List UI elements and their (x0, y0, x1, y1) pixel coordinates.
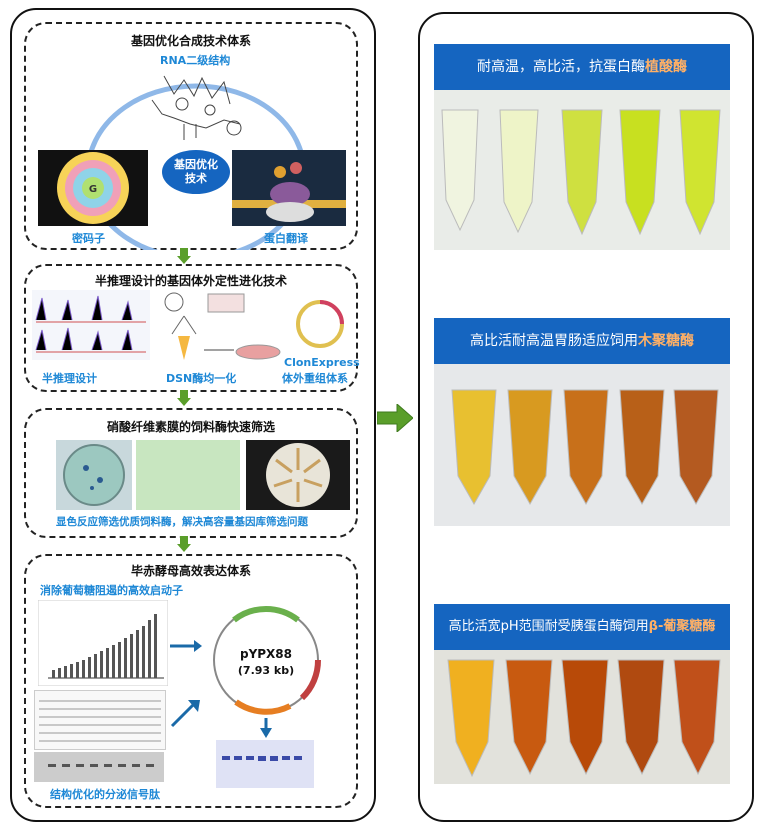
svg-text:G: G (89, 184, 97, 195)
left-panel (10, 8, 376, 822)
translation-image (232, 150, 346, 226)
section-title: 半推理设计的基因体外定性进化技术 (94, 274, 287, 288)
translation-label: 蛋白翻译 (264, 232, 308, 245)
signal-table-image (34, 690, 166, 750)
arrow-down-icon (260, 718, 272, 738)
gel-image-left (34, 752, 164, 782)
center-label-2: 技术 (185, 171, 207, 185)
dsn-process-diagram (164, 292, 281, 360)
section-title: 毕赤酵母高效表达体系 (130, 564, 251, 578)
rna-label: RNA二级结构 (160, 54, 231, 67)
plasmid-size: (7.93 kb) (238, 664, 294, 677)
banner-phytase: 耐高温，高比活，抗蛋白酶植酸酶 (434, 44, 730, 90)
center-label-1: 基因优化 (173, 157, 218, 171)
screening-caption: 显色反应筛选优质饲料酶，解决高容量基因库筛选问题 (56, 516, 308, 528)
section-pichia-expression: 毕赤酵母高效表达体系 消除葡萄糖阻遏的高效启动子 pYPX88 (7.93 kb… (24, 554, 358, 808)
banner-text: 耐高温，高比活，抗蛋白酶 (477, 59, 645, 75)
section-membrane-screening: 硝酸纤维素膜的饲料酶快速筛选 显色反应筛选优质饲料酶，解决高容量基因库筛选问题 (24, 408, 358, 538)
down-arrow-icon (177, 536, 191, 552)
promoter-label: 消除葡萄糖阻遏的高效启动子 (40, 584, 183, 597)
xylanase-tubes-photo (434, 364, 730, 526)
banner-xylanase: 高比活耐高温胃肠适应饲用木聚糖酶 (434, 318, 730, 364)
glucanase-tubes-photo (434, 650, 730, 784)
codon-wheel-image: G (38, 150, 148, 226)
banner-highlight: β-葡聚糖酶 (648, 619, 716, 634)
plasmid-name: pYPX88 (240, 647, 292, 661)
banner-highlight: 木聚糖酶 (638, 333, 694, 349)
phytase-tubes-photo (434, 90, 730, 250)
section-directed-evolution: 半推理设计的基因体外定性进化技术 半推理设计 DSN酶均一化 ClonExpre… (24, 264, 360, 392)
recombination-label: 体外重组体系 (282, 372, 348, 385)
banner-highlight: 植酸酶 (645, 59, 687, 75)
section-gene-optimization: 基因优化合成技术体系 RNA二级结构 基因优化 技术 G 密码子 (24, 22, 358, 250)
main-arrow-icon (377, 404, 413, 432)
design-chart-image (32, 290, 150, 360)
plasmid-small-icon (296, 300, 344, 348)
banner-text: 高比活宽pH范围耐受胰蛋白酶饲用 (448, 619, 649, 634)
down-arrow-icon (177, 248, 191, 264)
banner-text: 高比活耐高温胃肠适应饲用 (470, 333, 638, 349)
section-title: 硝酸纤维素膜的饲料酶快速筛选 (106, 420, 275, 434)
section-title: 基因优化合成技术体系 (130, 34, 251, 48)
membrane-image (136, 440, 240, 510)
codon-label: 密码子 (72, 232, 105, 245)
semi-rational-label: 半推理设计 (42, 372, 97, 385)
promoter-bar-chart (38, 600, 168, 686)
petri-dish-blue-image (56, 440, 132, 510)
arrow-diag-icon (170, 700, 200, 728)
plasmid-map: pYPX88 (7.93 kb) (213, 605, 322, 715)
signal-peptide-label: 结构优化的分泌信号肽 (50, 788, 160, 801)
banner-glucanase: 高比活宽pH范围耐受胰蛋白酶饲用β-葡聚糖酶 (434, 604, 730, 650)
arrow-right-icon (170, 640, 202, 652)
sds-page-image (216, 740, 314, 788)
petri-dish-dark-image (246, 440, 350, 510)
down-arrow-icon (177, 390, 191, 406)
clonexpress-label: ClonExpress (284, 356, 360, 369)
dsn-label: DSN酶均一化 (166, 372, 237, 385)
